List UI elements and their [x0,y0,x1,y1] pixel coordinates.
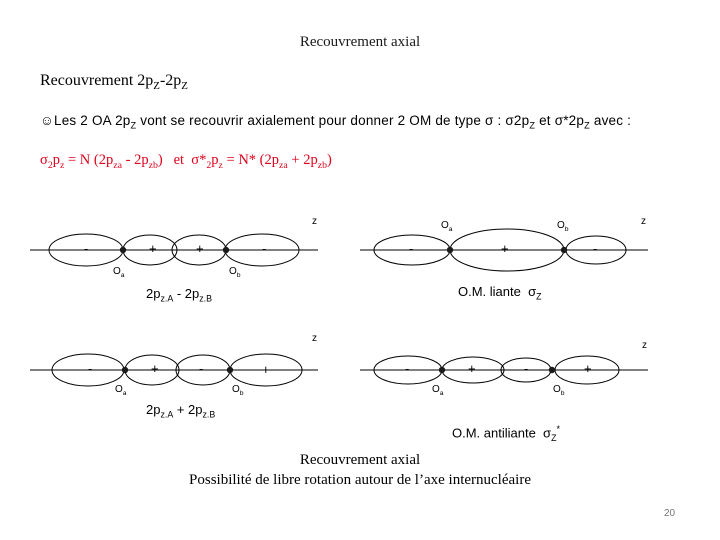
lobe-sign: - [593,241,597,256]
lobe-sign: + [262,362,270,377]
diagram-caption: 2pz.A + 2pz.B [146,402,215,420]
lobe-sign: - [405,361,409,376]
lobe-sign: - [88,361,92,376]
nucleus-a [447,247,453,253]
nucleus-a [122,367,128,373]
nucleus-a [439,367,445,373]
nucleus-b-label: Ob [553,384,565,397]
lobe-sign: + [501,241,509,256]
diagram-caption: O.M. liante σZ [458,284,542,302]
z-axis-label: z [641,216,646,227]
nucleus-b [561,247,567,253]
nucleus-a-label: Oa [432,384,444,397]
lobe-sign: - [84,241,88,256]
z-axis-label: z [312,216,317,227]
nucleus-a-label: Oa [113,266,125,279]
lobe-sign: - [524,361,528,376]
nucleus-b-label: Ob [557,220,569,233]
nucleus-b-label: Ob [229,266,241,279]
lobe-sign: - [409,241,413,256]
z-axis-label: z [312,333,317,344]
lobe-sign: + [151,361,159,376]
nucleus-a-label: Oa [441,220,453,233]
lobe-sign: + [196,241,204,256]
conclusion-line: Recouvrement axial [0,450,720,470]
diagram-caption: 2pz.A - 2pz.B [146,286,212,304]
nucleus-a [120,247,126,253]
lobe-sign: + [584,361,592,376]
lobe-sign: + [149,241,157,256]
diagram-ao-plus [30,354,318,386]
diagram-caption: O.M. antiliante σZ* [452,424,560,443]
z-axis-label: z [642,340,647,351]
nucleus-b [223,247,229,253]
nucleus-b [227,367,233,373]
diagram-ao-minus [30,234,318,266]
diagram-antibonding [360,356,648,384]
conclusion: Recouvrement axial Possibilité de libre … [0,450,720,490]
lobe-sign: + [468,361,476,376]
nucleus-b-label: Ob [232,384,244,397]
conclusion-line: Possibilité de libre rotation autour de … [0,470,720,490]
nucleus-a-label: Oa [115,384,127,397]
lobe-sign: - [262,241,266,256]
nucleus-b [549,367,555,373]
lobe-sign: - [199,361,203,376]
page-number: 20 [664,508,675,519]
nuclei [120,247,567,373]
